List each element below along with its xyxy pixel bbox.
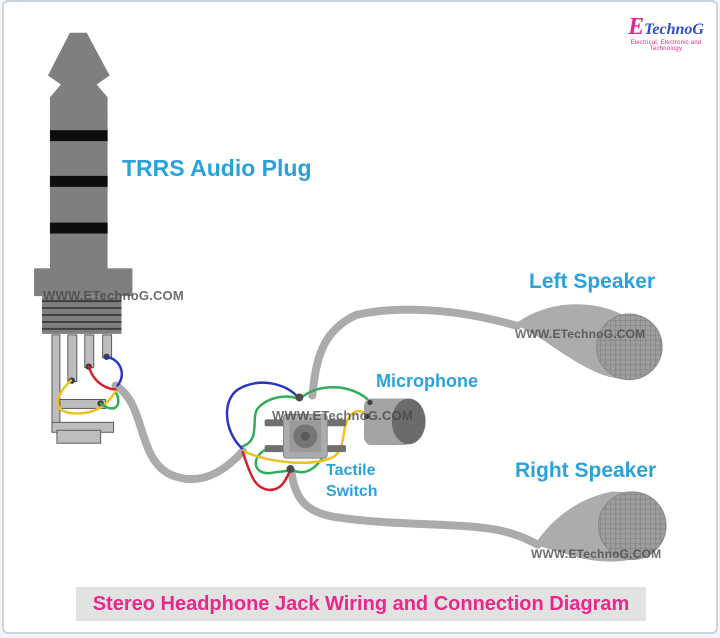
plug-ring-3: [49, 222, 108, 234]
wire-yellow-center: [242, 409, 369, 464]
cable-to-right-speaker: [287, 467, 542, 549]
wire-green-plug: [99, 392, 120, 410]
microphone-graphic: [363, 398, 426, 446]
plug-sleeve-terminal: [51, 334, 61, 429]
wiring-diagram-graphic: [34, 32, 667, 562]
logo-letter-e: E: [628, 14, 645, 40]
wire-red-plug: [87, 365, 117, 391]
cable-to-left-speaker: [308, 305, 521, 400]
switch-lead: [264, 445, 285, 453]
diagram-title-bar: Stereo Headphone Jack Wiring and Connect…: [76, 587, 646, 621]
label-tactile-switch: Tactile Switch: [326, 460, 378, 502]
watermark-left-speaker: WWW.ETechnoG.COM: [515, 327, 646, 341]
switch-lead: [326, 419, 347, 427]
microphone-face: [391, 398, 426, 445]
diagram-title: Stereo Headphone Jack Wiring and Connect…: [92, 592, 630, 615]
wire-yellow-plug: [56, 379, 117, 415]
left-speaker-graphic: [515, 304, 663, 381]
watermark-right-speaker: WWW.ETechnoG.COM: [531, 547, 662, 561]
label-trrs-audio-plug: TRRS Audio Plug: [122, 155, 312, 181]
plug-tip: [47, 32, 110, 114]
wire-red-center: [241, 450, 292, 492]
right-speaker-mesh: [597, 491, 667, 560]
watermark-center: WWW.ETechnoG.COM: [272, 408, 413, 423]
label-right-speaker: Right Speaker: [515, 459, 657, 482]
switch-button-center: [300, 431, 310, 441]
label-tactile-line2: Switch: [326, 483, 378, 500]
label-tactile-line1: Tactile: [326, 462, 376, 479]
label-left-speaker: Left Speaker: [529, 270, 656, 293]
trrs-plug-graphic: [34, 32, 133, 444]
plug-ring-1: [49, 130, 108, 142]
tactile-switch-graphic: [264, 413, 347, 459]
plug-ring-2: [49, 175, 108, 187]
wire-green-junction: [241, 395, 299, 448]
switch-lead: [264, 419, 285, 427]
left-speaker-mesh: [596, 313, 663, 381]
plug-terminal-yellow: [67, 334, 78, 383]
logo-tagline: Electrical, Electronic and Technology: [630, 40, 702, 52]
solder-dot-right-cable: [286, 465, 295, 474]
etechnog-logo: ETechnoG Electrical, Electronic and Tech…: [616, 15, 716, 52]
solder-dot-left-cable: [295, 393, 304, 402]
wire-blue-center: [225, 381, 300, 450]
right-speaker-graphic: [534, 491, 667, 562]
cable-plug-to-junction: [111, 381, 247, 483]
logo-wordmark: TechnoG: [644, 21, 704, 38]
label-microphone: Microphone: [376, 371, 478, 391]
switch-lead: [326, 445, 347, 453]
wire-blue-plug: [105, 355, 123, 387]
wire-green-to-mic: [299, 386, 372, 403]
solder-dot: [364, 413, 370, 419]
solder-dot: [367, 399, 373, 406]
plug-thread-lines: [42, 300, 122, 330]
watermark-plug: WWW.ETechnoG.COM: [43, 288, 184, 303]
plug-sleeve-terminal-foot: [56, 429, 102, 444]
plug-collar: [34, 268, 133, 297]
plug-terminal-red: [84, 334, 95, 369]
